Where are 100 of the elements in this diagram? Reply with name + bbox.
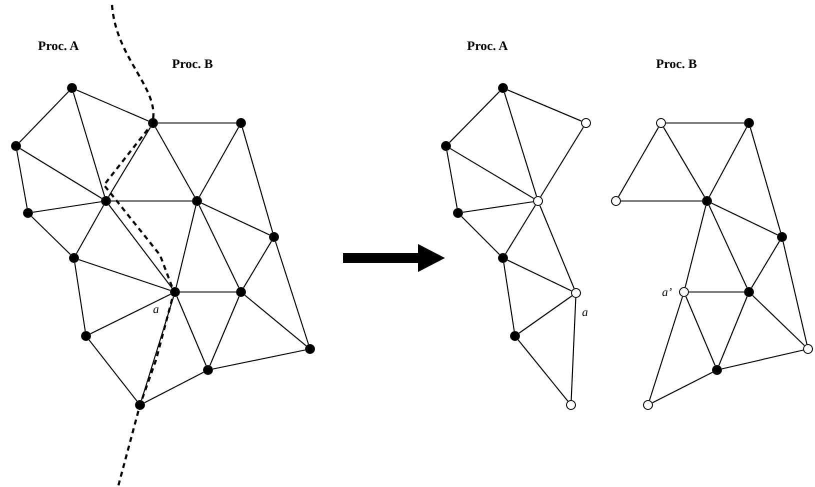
mesh-edge bbox=[72, 92, 106, 196]
mesh-edge bbox=[663, 127, 705, 197]
hollow-vertex bbox=[803, 344, 813, 354]
mesh-edge bbox=[666, 122, 744, 124]
mesh-edge bbox=[243, 241, 272, 288]
mesh-edge bbox=[461, 216, 500, 255]
mesh-edge bbox=[446, 150, 458, 208]
mesh-edge bbox=[180, 291, 236, 293]
mesh-edge bbox=[154, 127, 196, 197]
mesh-edge bbox=[689, 291, 744, 293]
mesh-edge bbox=[722, 350, 804, 370]
vertex-dot bbox=[269, 232, 279, 242]
vertex-label: a’ bbox=[662, 285, 672, 300]
mesh-edge bbox=[209, 296, 240, 366]
mesh-edge bbox=[88, 340, 138, 402]
hollow-vertex bbox=[656, 118, 666, 128]
mesh-edge bbox=[684, 206, 706, 288]
process-label: Proc. B bbox=[656, 56, 697, 72]
process-label: Proc. B bbox=[172, 56, 213, 72]
mesh-edge bbox=[244, 294, 306, 346]
mesh-edge bbox=[198, 205, 240, 288]
vertex-dot bbox=[510, 331, 520, 341]
mesh-edge bbox=[201, 202, 270, 236]
mesh-edge bbox=[111, 200, 192, 202]
mesh-edge bbox=[708, 205, 748, 288]
mesh-edge bbox=[176, 206, 196, 288]
hollow-vertex bbox=[643, 400, 653, 410]
mesh-edge bbox=[76, 89, 149, 122]
vertex-dot bbox=[453, 208, 463, 218]
mesh-edge bbox=[242, 128, 274, 232]
mesh-edge bbox=[19, 91, 69, 143]
mesh-edge bbox=[518, 295, 572, 334]
mesh-edge bbox=[90, 294, 171, 334]
mesh-edge bbox=[652, 372, 713, 404]
mesh-edge bbox=[621, 200, 702, 202]
mesh-edge bbox=[782, 242, 808, 344]
mesh-edge bbox=[450, 148, 534, 199]
vertex-label: a bbox=[153, 302, 159, 317]
vertex-dot bbox=[498, 253, 508, 263]
vertex-dot bbox=[69, 253, 79, 263]
mesh-edge bbox=[751, 241, 780, 288]
mesh-edge bbox=[449, 91, 500, 143]
mesh-edge bbox=[685, 296, 716, 366]
vertex-dot bbox=[744, 287, 754, 297]
mesh-edge bbox=[752, 295, 805, 346]
vertex-dot bbox=[777, 232, 787, 242]
mesh-edge bbox=[708, 127, 748, 197]
mesh-edge bbox=[198, 127, 240, 197]
vertex-dot bbox=[441, 141, 451, 151]
mesh-edge bbox=[78, 259, 170, 291]
vertex-dot bbox=[23, 208, 33, 218]
hollow-vertex bbox=[571, 288, 581, 298]
vertex-dot bbox=[192, 196, 202, 206]
mesh-edge bbox=[76, 205, 104, 254]
mesh-edge bbox=[20, 148, 102, 199]
hollow-vertex bbox=[679, 287, 689, 297]
vertex-dot bbox=[148, 118, 158, 128]
mesh-edge bbox=[540, 126, 584, 198]
vertex-dot bbox=[236, 118, 246, 128]
mesh-edge bbox=[718, 296, 748, 366]
vertex-dot bbox=[101, 196, 111, 206]
mesh-edge bbox=[275, 242, 309, 344]
mesh-edge bbox=[618, 127, 659, 197]
hollow-vertex bbox=[566, 400, 576, 410]
mesh-edge bbox=[750, 128, 782, 232]
mesh-edge bbox=[16, 150, 28, 208]
mesh-edge bbox=[158, 122, 236, 124]
mesh-edge bbox=[570, 298, 576, 400]
mesh-edge bbox=[108, 127, 151, 197]
mesh-edge bbox=[649, 296, 683, 400]
vertex-dot bbox=[135, 400, 145, 410]
vertex-dot bbox=[236, 287, 246, 297]
mesh-edge bbox=[32, 201, 102, 213]
vertex-dot bbox=[170, 287, 180, 297]
mesh-edge bbox=[518, 340, 568, 402]
mesh-edge bbox=[504, 92, 538, 196]
process-label: Proc. A bbox=[38, 38, 79, 54]
mesh-edge bbox=[108, 204, 172, 288]
mesh-edge bbox=[711, 202, 778, 236]
vertex-dot bbox=[203, 365, 213, 375]
vertex-dot bbox=[744, 118, 754, 128]
mesh-edge bbox=[212, 349, 306, 370]
hollow-vertex bbox=[533, 196, 543, 206]
vertex-dot bbox=[11, 141, 21, 151]
mesh-edge bbox=[74, 262, 86, 332]
mesh-edge bbox=[507, 260, 572, 292]
mesh-edge bbox=[539, 205, 575, 289]
vertex-dot bbox=[702, 196, 712, 206]
vertex-label: a bbox=[582, 305, 588, 320]
mesh-edge bbox=[505, 204, 536, 254]
mesh-edge bbox=[507, 89, 582, 122]
mesh-edge bbox=[31, 216, 71, 255]
hollow-vertex bbox=[581, 118, 591, 128]
mesh-edge bbox=[462, 201, 534, 213]
mesh-edge bbox=[176, 296, 207, 366]
vertex-dot bbox=[81, 331, 91, 341]
vertex-dot bbox=[712, 365, 722, 375]
vertex-dot bbox=[498, 83, 508, 93]
vertex-dot bbox=[305, 344, 315, 354]
hollow-vertex bbox=[611, 196, 621, 206]
